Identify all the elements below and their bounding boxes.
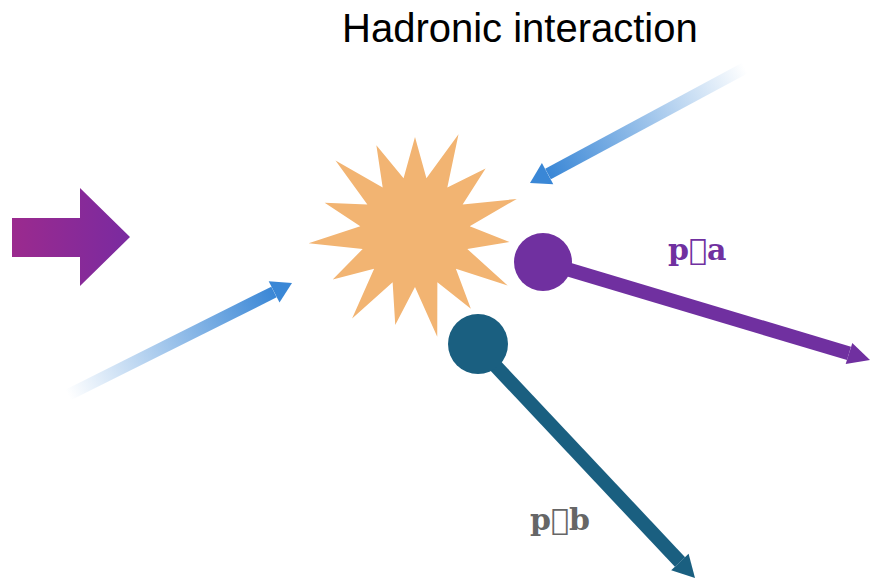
arrow-head (671, 554, 695, 578)
incoming-arrow (548, 68, 745, 174)
arrow-head (530, 163, 553, 184)
arrow-head (269, 281, 292, 302)
particle (514, 233, 572, 291)
incoming-arrow (68, 292, 274, 395)
diagram-title: Hadronic interaction (342, 6, 698, 51)
interaction-burst (309, 134, 517, 336)
beam-arrow (12, 188, 130, 286)
particle (448, 314, 508, 374)
momentum-label: p⃗a (668, 232, 726, 267)
arrow-head (846, 343, 870, 364)
momentum-arrow (490, 360, 680, 562)
momentum-arrow (560, 267, 849, 353)
momentum-label: p⃗b (530, 502, 590, 537)
